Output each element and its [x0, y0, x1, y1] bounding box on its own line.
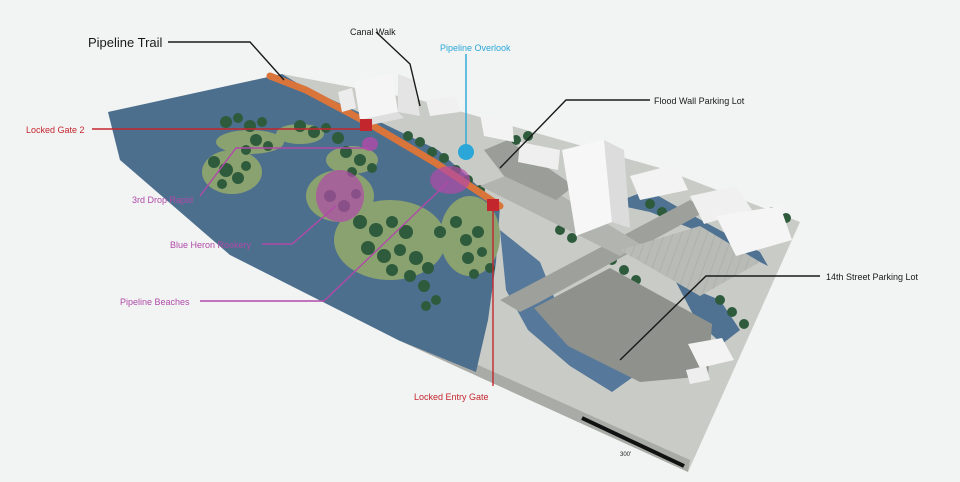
pipeline-beaches-zone — [430, 166, 470, 194]
leader-flood-wall — [499, 99, 650, 169]
blue-heron-rookery-zone — [316, 170, 364, 222]
lower-channel — [676, 282, 740, 344]
river-water — [108, 74, 500, 372]
label-third-drop-rapid: 3rd Drop Rapid — [132, 195, 193, 205]
leader-blue-heron — [262, 205, 337, 245]
leader-14th-street — [619, 275, 820, 361]
buildings — [338, 74, 792, 384]
label-flood-wall-parking: Flood Wall Parking Lot — [654, 96, 745, 106]
label-pipeline-trail: Pipeline Trail — [88, 35, 163, 50]
label-pipeline-overlook: Pipeline Overlook — [440, 43, 511, 53]
road-band — [480, 170, 640, 256]
scale-bar — [581, 416, 685, 468]
leader-pipeline-trail — [168, 41, 285, 81]
locked-gate-2-marker-icon — [360, 119, 372, 131]
third-drop-rapid-zone — [362, 137, 378, 151]
canal-channel — [612, 190, 768, 266]
pipeline-overlook-marker-icon — [458, 144, 474, 160]
parking-lot-14th — [534, 268, 712, 382]
label-pipeline-beaches: Pipeline Beaches — [120, 297, 190, 307]
label-scale: 300' — [620, 452, 631, 458]
label-blue-heron-rookery: Blue Heron Rookery — [170, 240, 252, 250]
label-canal-walk: Canal Walk — [350, 27, 396, 37]
locked-entry-gate-marker-icon — [487, 199, 499, 211]
label-14th-street-parking: 14th Street Parking Lot — [826, 272, 919, 282]
label-locked-gate-2: Locked Gate 2 — [26, 125, 85, 135]
rail-yard — [620, 226, 760, 296]
leader-third-drop — [199, 147, 368, 197]
label-locked-entry-gate: Locked Entry Gate — [414, 392, 489, 402]
leader-pipeline-beaches — [200, 181, 449, 302]
leader-canal-walk — [375, 31, 421, 107]
highway — [500, 200, 708, 312]
parking-lot-floodwall — [484, 140, 574, 200]
